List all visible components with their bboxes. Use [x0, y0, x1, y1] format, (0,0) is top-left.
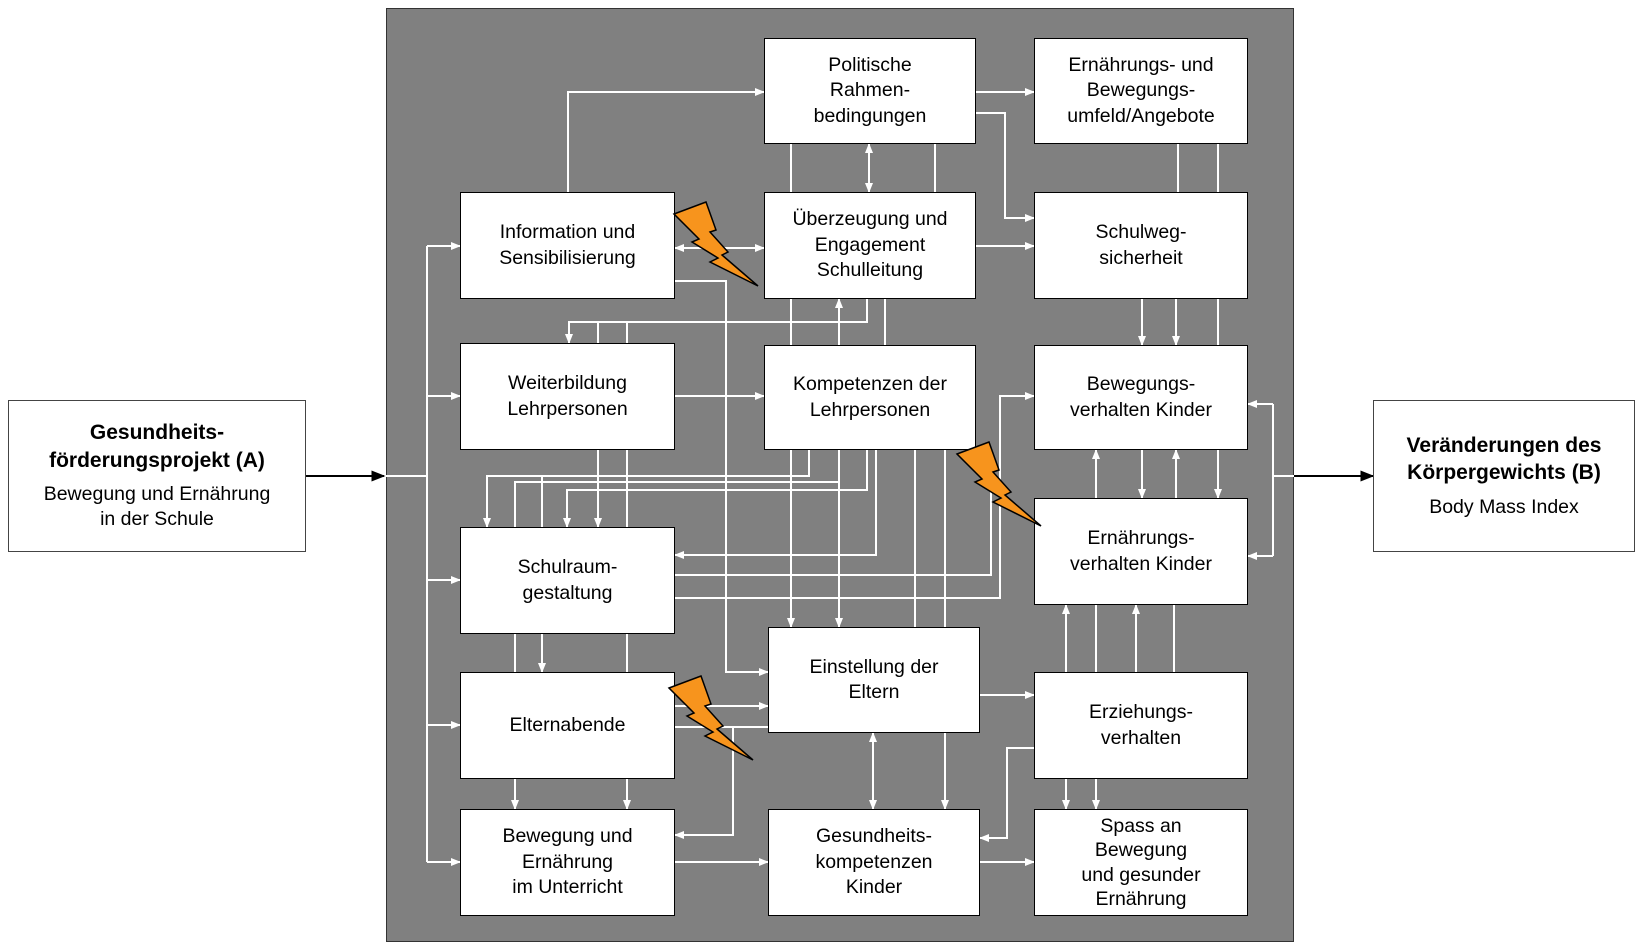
box-line: sicherheit: [1099, 246, 1183, 269]
box-politische-rahmenbedingungen: Politische Rahmen- bedingungen: [764, 38, 976, 144]
box-einstellung-eltern: Einstellung der Eltern: [768, 627, 980, 733]
box-ueberzeugung-schulleitung: Überzeugung und Engagement Schulleitung: [764, 192, 976, 299]
box-line: Spass an: [1100, 814, 1182, 837]
box-line: Schulraum-: [517, 556, 618, 579]
input-title-line: förderungsprojekt (A): [49, 448, 265, 472]
box-gesundheitskompetenzen-kinder: Gesundheits- kompetenzen Kinder: [768, 809, 980, 916]
box-line: Schulleitung: [816, 259, 924, 282]
box-line: umfeld/Angebote: [1067, 104, 1215, 127]
box-line: Lehrpersonen: [809, 398, 931, 421]
box-line: im Unterricht: [512, 876, 623, 899]
box-line: Rahmen-: [829, 79, 911, 102]
box-line: Bewegungs-: [1086, 373, 1196, 396]
box-erziehungsverhalten: Erziehungs- verhalten: [1034, 672, 1248, 779]
box-schulraumgestaltung: Schulraum- gestaltung: [460, 527, 675, 634]
box-line: Ernährungs-: [1087, 527, 1195, 550]
box-line: Einstellung der: [809, 655, 939, 678]
input-title-line: Gesundheits-: [89, 421, 225, 445]
box-spass-bewegung-ernaehrung: Spass an Bewegung und gesunder Ernährung: [1034, 809, 1248, 916]
box-line: Sensibilisierung: [499, 246, 636, 269]
box-line: verhalten Kinder: [1069, 398, 1212, 421]
box-line: Weiterbildung: [508, 372, 627, 395]
box-line: verhalten Kinder: [1069, 552, 1212, 575]
output-title-line: Körpergewichts (B): [1407, 461, 1601, 485]
box-line: kompetenzen: [815, 850, 933, 873]
box-information-sensibilisierung: Information und Sensibilisierung: [460, 192, 675, 299]
politische-to-schulweg: [976, 112, 1035, 222]
box-umfeld-angebote: Ernährungs- und Bewegungs- umfeld/Angebo…: [1034, 38, 1248, 144]
box-line: gestaltung: [522, 581, 613, 604]
einstellung-to-unterricht: [674, 726, 768, 839]
box-line: Eltern: [848, 681, 900, 703]
kompetenzen-to-schulraum-c: [563, 450, 868, 528]
box-weiterbildung-lehrpersonen: Weiterbildung Lehrpersonen: [460, 343, 675, 450]
box-line: Ernährungs- und: [1068, 53, 1214, 76]
box-line: Elternabende: [509, 713, 626, 736]
lightning-bolt-icon: [955, 441, 1042, 527]
box-line: Bewegung und: [502, 825, 633, 848]
kompetenzen-to-schulraum-e: [675, 450, 992, 576]
ueberzeugung-to-weiterbildung: [565, 299, 868, 344]
box-elternabende: Elternabende: [460, 672, 675, 779]
input-subtitle-line: Bewegung und Ernährung: [43, 482, 271, 505]
box-ernaehrungsverhalten-kinder: Ernährungs- verhalten Kinder: [1034, 498, 1248, 605]
kompetenzen-to-schulraum-a: [483, 450, 810, 528]
box-line: Schulweg-: [1095, 221, 1187, 244]
box-bewegung-ernaehrung-unterricht: Bewegung und Ernährung im Unterricht: [460, 809, 675, 916]
kompetenzen-to-schulraum-d: [674, 450, 877, 559]
info-to-politische: [567, 88, 765, 192]
box-bewegungsverhalten-kinder: Bewegungs- verhalten Kinder: [1034, 345, 1248, 450]
box-line: Ernährung: [1095, 887, 1187, 910]
box-line: bedingungen: [813, 104, 927, 127]
output-title-line: Veränderungen des: [1406, 434, 1602, 458]
output-subtitle-line: Body Mass Index: [1429, 495, 1579, 518]
box-line: verhalten: [1100, 726, 1182, 749]
lightning-bolt-icon: [667, 675, 754, 761]
box-line: Gesundheits-: [816, 825, 932, 848]
box-line: Bewegung: [1094, 839, 1188, 862]
box-line: Überzeugung und: [792, 208, 948, 231]
input-subtitle-line: in der Schule: [100, 508, 214, 531]
box-line: Information und: [499, 221, 636, 244]
box-schulwegsicherheit: Schulweg- sicherheit: [1034, 192, 1248, 299]
output-box-koerpergewicht: Veränderungen des Körpergewichts (B) Bod…: [1373, 400, 1635, 552]
box-kompetenzen-lehrpersonen: Kompetenzen der Lehrpersonen: [764, 345, 976, 450]
box-line: Lehrpersonen: [507, 397, 628, 420]
box-line: Ernährung: [521, 850, 614, 873]
box-line: Kinder: [845, 876, 903, 899]
box-line: Erziehungs-: [1088, 701, 1194, 724]
box-line: Politische: [828, 53, 912, 76]
box-line: und gesunder: [1081, 863, 1201, 886]
box-line: Bewegungs-: [1086, 79, 1196, 102]
lightning-bolt-icon: [672, 201, 759, 287]
erziehung-to-gesundheit: [979, 747, 1034, 842]
box-line: Engagement: [814, 233, 926, 256]
box-line: Kompetenzen der: [793, 373, 947, 396]
input-box-gesundheitsfoerderungsprojekt: Gesundheits- förderungsprojekt (A) Beweg…: [8, 400, 306, 552]
